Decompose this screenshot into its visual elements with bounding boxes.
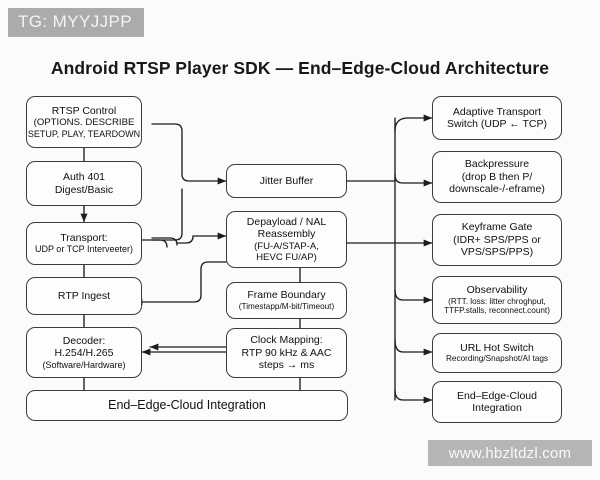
page-title: Android RTSP Player SDK — End–Edge-Cloud… bbox=[50, 58, 550, 78]
node-rtp-ingest[interactable]: RTP Ingest bbox=[26, 277, 142, 315]
edge-transport-to-depayload bbox=[151, 232, 227, 246]
node-url-hot-switch[interactable]: URL Hot Switch Recording/Snapshot/AI tag… bbox=[432, 333, 562, 373]
node-clock-mapping[interactable]: Clock Mapping: RTP 90 kHz & AAC steps → … bbox=[226, 328, 347, 378]
node-auth-401[interactable]: Auth 401 Digest/Basic bbox=[26, 161, 142, 206]
node-backpressure[interactable]: Backpressure (drop B then P/ downscale-/… bbox=[432, 151, 562, 203]
node-keyframe-gate[interactable]: Keyframe Gate (IDR+ SPS/PPS or VPS/SPS/P… bbox=[432, 214, 562, 266]
edge-transport-stub bbox=[137, 239, 168, 248]
edge-transport-bus-up bbox=[151, 188, 183, 241]
node-rtsp-control[interactable]: RTSP Control (OPTIONS. DESCRIBE SETUP, P… bbox=[26, 96, 142, 148]
edge-rtsp-to-jitter bbox=[151, 123, 227, 185]
node-observability[interactable]: Observability (RTT. loss: litter chroghp… bbox=[432, 276, 562, 324]
tg-banner: TG: MYYJJPP bbox=[8, 8, 144, 37]
node-end-edge-cloud-integration-bottom[interactable]: End–Edge-Cloud Integration bbox=[26, 390, 348, 421]
edge-feedback-to-rtp-ingest bbox=[133, 261, 227, 306]
node-adaptive-transport-switch[interactable]: Adaptive Transport Switch (UDP ← TCP) bbox=[432, 96, 562, 140]
node-end-edge-cloud-integration-right[interactable]: End–Edge-Cloud Integration bbox=[432, 381, 562, 423]
node-depayload-nal-reassembly[interactable]: Depayload / NAL Reassembly (FU-A/STAP-A,… bbox=[226, 211, 347, 268]
node-decoder[interactable]: Decoder: H.254/H.265 (Software/Hardware) bbox=[26, 327, 142, 378]
node-transport[interactable]: Transport: UDP or TCP Interveeter) bbox=[26, 222, 142, 265]
site-watermark: www.hbzltdzl.com bbox=[428, 440, 592, 466]
edge-bus-to-backpressure bbox=[394, 174, 433, 187]
edge-bus-to-url bbox=[394, 339, 433, 356]
edge-bus-to-observability bbox=[394, 289, 433, 304]
edge-bus-to-adaptive bbox=[394, 114, 433, 132]
node-jitter-buffer[interactable]: Jitter Buffer bbox=[226, 164, 347, 198]
edge-bus-to-integration-right bbox=[394, 389, 433, 404]
node-frame-boundary[interactable]: Frame Boundary (Timestapp/M-bit/Timeout) bbox=[226, 282, 347, 319]
